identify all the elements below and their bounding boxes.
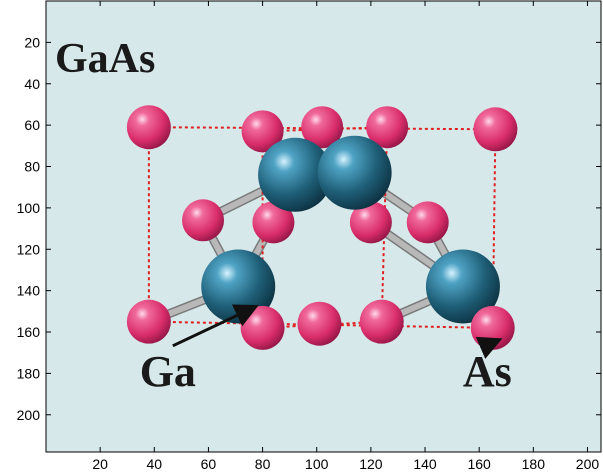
- chart-title: GaAs: [55, 36, 155, 82]
- as-atom: [182, 199, 225, 242]
- cell-edge: [148, 126, 496, 131]
- ga-atom: [317, 135, 392, 210]
- as-atom: [406, 201, 449, 244]
- ga-atom: [258, 137, 333, 212]
- annotation-label: As: [463, 347, 512, 396]
- plot-area: [45, 0, 602, 453]
- annotation-arrow: [172, 304, 259, 348]
- y-tick-label: 100: [17, 200, 41, 216]
- as-atom: [366, 106, 409, 149]
- y-tick-label: 200: [17, 407, 41, 423]
- as-atom: [297, 301, 342, 346]
- y-tick-label: 120: [17, 241, 41, 257]
- as-atom: [241, 110, 284, 153]
- annotation-arrow: [475, 336, 503, 359]
- x-tick-label: 120: [359, 456, 383, 472]
- as-atom: [240, 305, 285, 350]
- y-tick-label: 80: [24, 159, 40, 175]
- atoms: [126, 105, 518, 350]
- y-tick-label: 140: [17, 283, 41, 299]
- y-axis-ticks: 20 40 60 80 100 120 140 160 180 200: [17, 34, 601, 423]
- x-tick-label: 200: [576, 456, 600, 472]
- y-tick-label: 60: [24, 117, 40, 133]
- x-tick-label: 180: [522, 456, 546, 472]
- y-tick-label: 180: [17, 365, 41, 381]
- x-tick-label: 160: [467, 456, 491, 472]
- as-atom: [252, 201, 295, 244]
- y-tick-label: 40: [24, 76, 40, 92]
- x-axis-ticks: 20 40 60 80 100 120 140 160 180 200: [92, 1, 599, 472]
- as-atom: [301, 106, 344, 149]
- x-tick-label: 140: [413, 456, 437, 472]
- annotation-label: Ga: [140, 347, 196, 396]
- as-atom: [349, 201, 392, 244]
- x-tick-label: 20: [92, 456, 108, 472]
- y-tick-label: 20: [24, 34, 40, 50]
- x-tick-label: 80: [255, 456, 271, 472]
- x-tick-label: 100: [305, 456, 329, 472]
- y-tick-label: 160: [17, 324, 41, 340]
- as-atom: [126, 105, 171, 150]
- ga-atom: [425, 249, 500, 324]
- as-atom: [359, 299, 404, 344]
- as-atom: [126, 299, 171, 344]
- x-tick-label: 60: [201, 456, 217, 472]
- as-atom: [473, 107, 518, 152]
- annotations: Ga As: [140, 304, 512, 396]
- x-tick-label: 40: [147, 456, 163, 472]
